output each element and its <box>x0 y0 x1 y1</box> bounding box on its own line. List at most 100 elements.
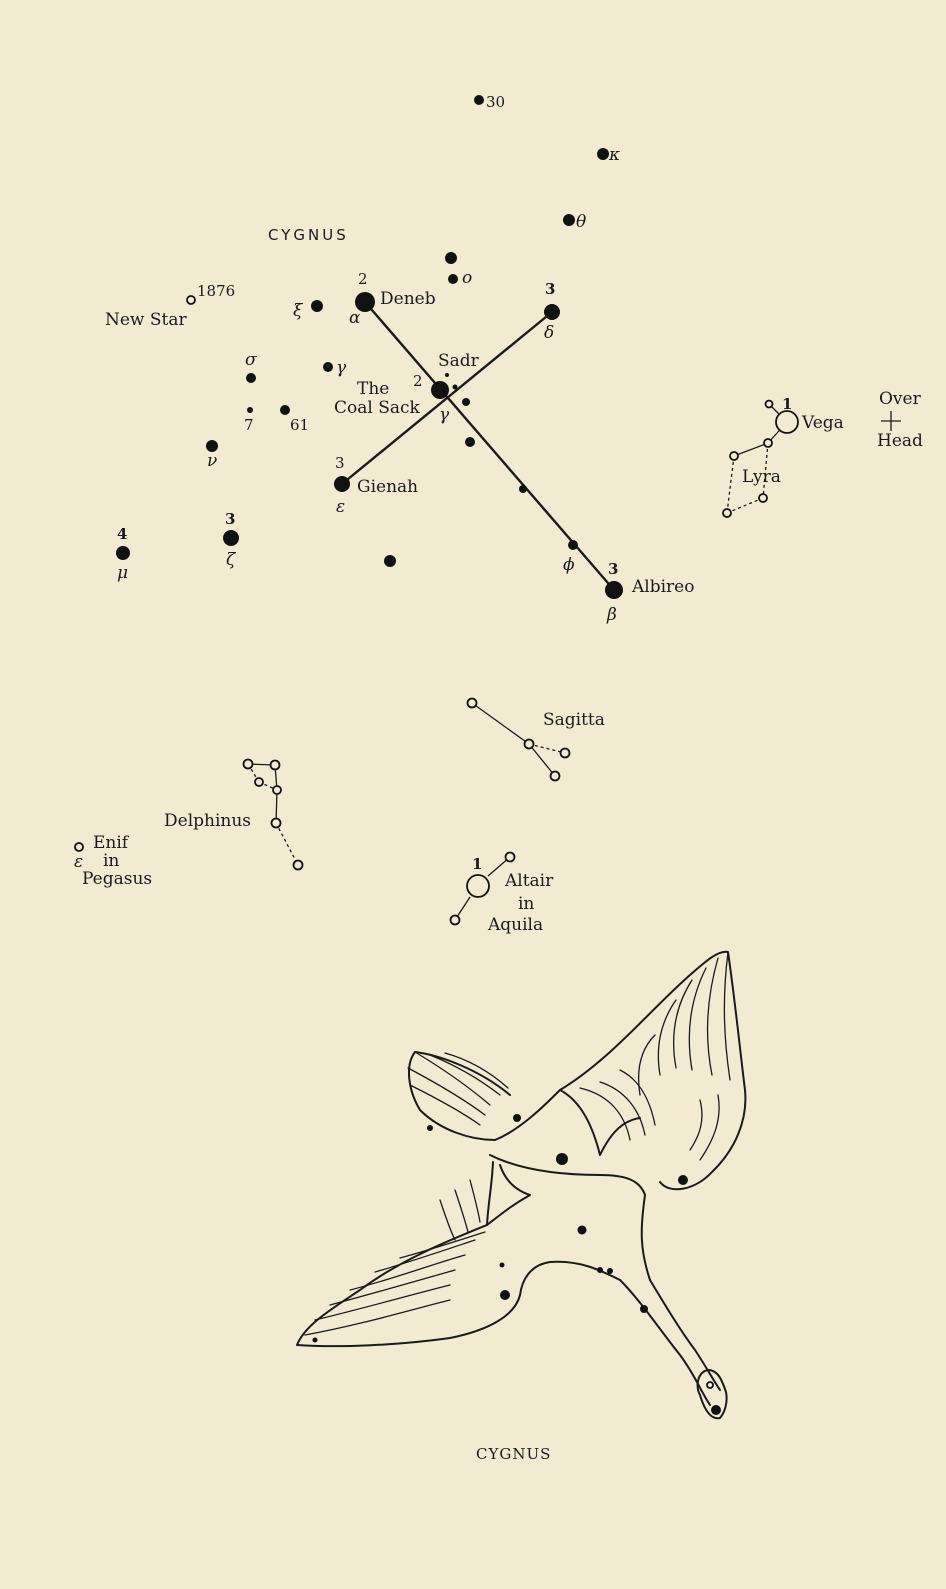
swan-star-1 <box>513 1114 521 1122</box>
star-delphinus-1 <box>242 758 254 770</box>
star-nu-label: ν <box>207 451 217 471</box>
star-gamma-dot <box>323 362 333 372</box>
altair-aquila: Aquila <box>487 915 543 935</box>
delta-greek: δ <box>544 323 554 343</box>
lyra-label: Lyra <box>742 467 781 487</box>
new-star-label: New Star <box>105 310 188 330</box>
swan-star-6 <box>607 1268 613 1274</box>
gienah-label: Gienah <box>357 477 418 497</box>
over-head-line1: Over <box>879 389 922 409</box>
star-zeta <box>223 530 239 546</box>
swan-star-4 <box>500 1290 510 1300</box>
star-omicron <box>448 274 458 284</box>
star-30-label: 30 <box>486 93 505 111</box>
star-line-1 <box>519 485 527 493</box>
star-deneb <box>355 292 375 312</box>
new-star-year: 1876 <box>197 282 235 300</box>
figure-caption: CYGNUS <box>476 1445 551 1463</box>
star-delphinus-2 <box>269 759 281 771</box>
star-lyra-beta <box>722 508 732 518</box>
albireo-magnitude: 3 <box>608 560 618 578</box>
gienah-greek: ε <box>336 497 345 517</box>
star-mu <box>116 546 130 560</box>
star-sagitta-2 <box>523 738 535 750</box>
cygnus-heading: CYGNUS <box>268 226 349 244</box>
star-theta <box>563 214 575 226</box>
mu-magnitude: 4 <box>117 525 127 543</box>
swan-star-sadr <box>577 1225 587 1235</box>
swan-star-3 <box>499 1262 505 1268</box>
zeta-magnitude: 3 <box>225 510 235 528</box>
star-61-label: 61 <box>290 416 309 434</box>
star-30 <box>474 95 484 105</box>
enif-label: Enif <box>93 833 130 853</box>
sadr-magnitude: 2 <box>413 372 423 390</box>
deneb-greek: α <box>349 308 361 328</box>
star-gienah <box>334 476 350 492</box>
sadr-greek: γ <box>439 405 450 425</box>
star-lyra-gamma <box>758 493 768 503</box>
star-aquila-gamma <box>504 851 516 863</box>
star-gamma-dot-label: γ <box>336 358 347 378</box>
swan-star-8 <box>427 1125 433 1131</box>
star-delphinus-5 <box>270 817 282 829</box>
sadr-label: Sadr <box>438 351 480 371</box>
enif-greek: ε <box>74 852 83 872</box>
star-delta <box>544 304 560 320</box>
star-enif <box>74 842 84 852</box>
star-omicron-label: o <box>462 268 472 288</box>
enif-in: in <box>103 851 119 871</box>
star-albireo <box>605 581 623 599</box>
star-lyra-epsilon <box>764 399 774 409</box>
new-star-marker <box>186 295 196 305</box>
star-lyra-delta <box>729 451 739 461</box>
star-xi-label: ξ <box>293 301 304 321</box>
star-kappa <box>597 148 609 160</box>
zenith-cross-icon <box>881 411 901 431</box>
cross-short-line <box>341 311 553 485</box>
star-7-label: 7 <box>244 416 254 434</box>
star-sagitta-4 <box>549 770 561 782</box>
swan-star-7 <box>640 1305 648 1313</box>
star-eta <box>465 437 475 447</box>
swan-illustration <box>296 950 747 1420</box>
star-61 <box>280 405 290 415</box>
star-sigma-label: σ <box>245 350 257 370</box>
star-sagitta-3 <box>559 747 571 759</box>
deneb-label: Deneb <box>380 289 436 309</box>
swan-star-albireo <box>711 1405 721 1415</box>
star-sadr-near-1 <box>445 373 449 377</box>
star-7 <box>247 407 253 413</box>
delta-magnitude: 3 <box>545 280 555 298</box>
delphinus-label: Delphinus <box>164 811 251 831</box>
zeta-greek: ζ <box>226 550 237 570</box>
deneb-magnitude: 2 <box>358 270 368 288</box>
over-head-line2: Head <box>877 431 923 451</box>
swan-star-5 <box>597 1267 603 1273</box>
star-delphinus-6 <box>292 859 304 871</box>
star-vega <box>775 410 799 434</box>
star-sigma <box>246 373 256 383</box>
star-sadr-near-2 <box>452 384 458 390</box>
star-unnamed-2 <box>384 555 396 567</box>
star-kappa-label: κ <box>608 145 620 165</box>
coal-sack-line1: The <box>357 379 389 399</box>
altair-magnitude: 1 <box>472 855 482 873</box>
gienah-magnitude: 3 <box>335 454 345 472</box>
star-aquila-beta <box>449 914 461 926</box>
swan-star-9 <box>312 1337 318 1343</box>
swan-star-deneb <box>556 1153 568 1165</box>
star-phi-label: ϕ <box>563 555 575 575</box>
star-xi <box>311 300 323 312</box>
star-delphinus-3 <box>254 777 264 787</box>
star-nu <box>206 440 218 452</box>
albireo-greek: β <box>606 605 617 625</box>
star-delphinus-4 <box>272 785 282 795</box>
swan-star-2 <box>678 1175 688 1185</box>
star-sadr-near-3 <box>462 398 470 406</box>
swan-eye <box>706 1381 714 1389</box>
star-line-2 <box>568 540 578 550</box>
coal-sack-line2: Coal Sack <box>334 398 421 418</box>
